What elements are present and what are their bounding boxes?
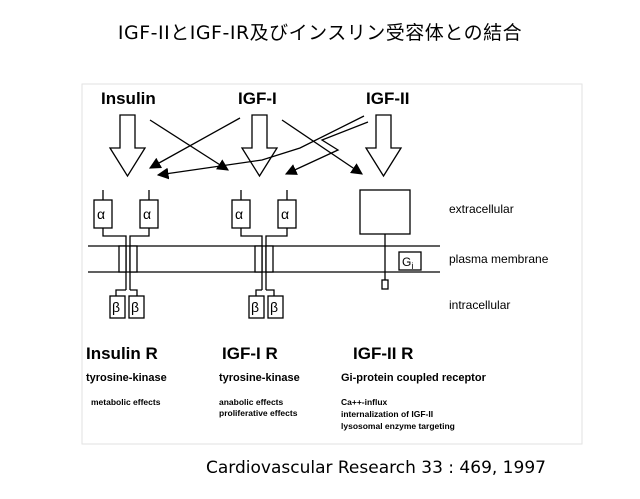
beta-subunit	[267, 295, 284, 319]
figure-frame	[81, 83, 583, 445]
receptor-type-igf2: Gi-protein coupled receptor	[341, 372, 487, 384]
beta-label: β	[131, 299, 139, 315]
transmembrane-segment	[129, 245, 138, 273]
alpha-label: α	[235, 206, 243, 222]
beta-label: β	[112, 299, 120, 315]
igf2-to-insulinr-arrow	[156, 115, 365, 180]
receptor-type-igf1: tyrosine-kinase	[219, 372, 300, 384]
alpha-label: α	[97, 206, 105, 222]
igf2-to-igf1r-arrow	[284, 121, 369, 175]
insulin-binding-arrow	[108, 114, 147, 178]
receptor-effect: Ca++-influx	[341, 397, 388, 407]
receptor-effect: metabolic effects	[91, 397, 161, 407]
region-label-plasma-membrane: plasma membrane	[449, 252, 549, 266]
slide-title: IGF-IIとIGF-IR及びインスリン受容体との結合	[117, 22, 523, 44]
receptor-effect: internalization of IGF-II	[341, 409, 433, 419]
igf2r-extracellular-domain	[359, 189, 411, 235]
insulin-to-igf1r-arrow	[149, 119, 229, 171]
alpha-label: α	[143, 206, 151, 222]
alpha-stalk	[240, 190, 288, 290]
igf2-receptor: Gi	[359, 189, 422, 290]
igf1-to-insulinr-arrow	[148, 117, 241, 169]
transmembrane-segment	[254, 245, 263, 273]
citation: Cardiovascular Research 33 : 469, 1997	[206, 458, 546, 478]
transmembrane-segment	[265, 245, 274, 273]
gi-protein-label: Gi	[402, 255, 413, 271]
beta-link	[255, 289, 275, 296]
ligand-label-insulin: Insulin	[101, 89, 156, 108]
alpha-stalk	[102, 190, 150, 290]
gi-protein-box	[398, 251, 422, 271]
receptor-type-insulin: tyrosine-kinase	[86, 372, 167, 384]
beta-label: β	[270, 299, 278, 315]
igf1-receptor: α α β β	[231, 190, 297, 319]
beta-link	[115, 289, 138, 296]
receptor-name-insulin: Insulin R	[86, 344, 158, 363]
beta-subunit	[128, 295, 145, 319]
ligand-label-igf1: IGF-I	[238, 89, 277, 108]
beta-subunit	[109, 295, 126, 319]
igf2r-cytoplasmic-tail	[381, 279, 389, 290]
region-label-extracellular: extracellular	[449, 202, 514, 216]
receptor-effect: anabolic effects	[219, 397, 284, 407]
beta-subunit	[248, 295, 265, 319]
ligand-label-igf2: IGF-II	[366, 89, 409, 108]
insulin-receptor: α α β β	[93, 190, 159, 319]
receptor-name-igf1: IGF-I R	[222, 344, 278, 363]
region-label-intracellular: intracellular	[449, 298, 510, 312]
igf1-binding-arrow	[240, 114, 279, 178]
alpha-label: α	[281, 206, 289, 222]
beta-label: β	[251, 299, 259, 315]
igf2-binding-arrow	[364, 114, 403, 178]
receptor-effect: proliferative effects	[219, 408, 298, 418]
receptor-effect: lysosomal enzyme targeting	[341, 421, 455, 431]
receptor-name-igf2: IGF-II R	[353, 344, 413, 363]
transmembrane-segment	[118, 245, 127, 273]
igf1-to-igf2r-arrow	[281, 119, 363, 175]
